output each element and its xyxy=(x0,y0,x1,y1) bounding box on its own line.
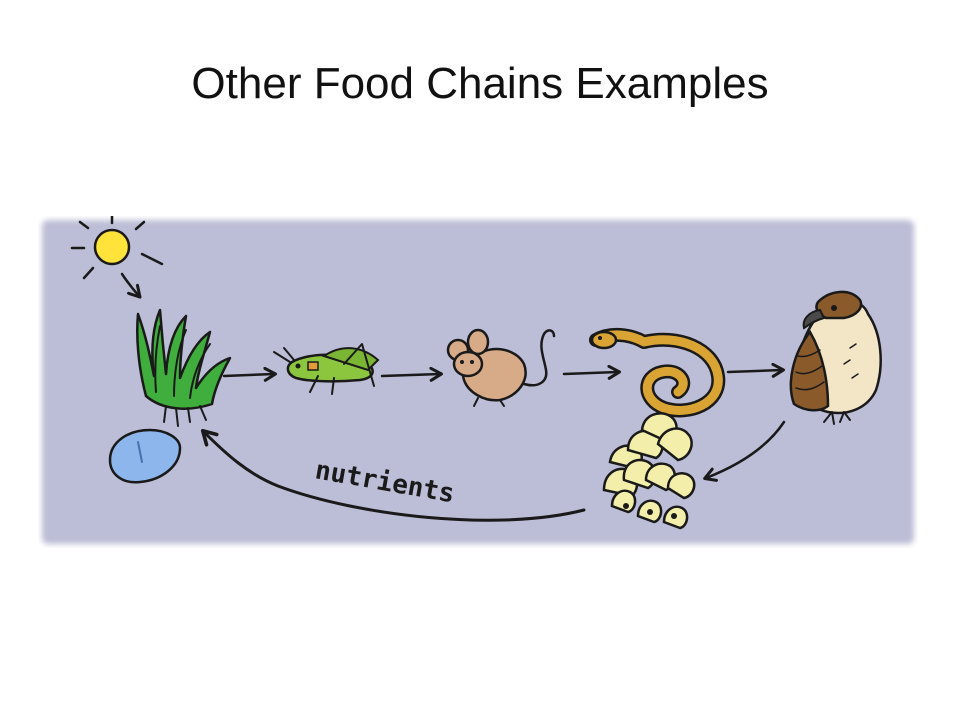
mushroom-icon xyxy=(602,412,696,530)
arrow-mouse-to-snake xyxy=(562,364,621,380)
hawk-icon xyxy=(789,290,882,425)
water-drop-icon xyxy=(108,428,182,484)
sunlight-arrow xyxy=(120,272,142,299)
food-chain-diagram: nutrients xyxy=(38,216,918,548)
arrow-hawk-to-mushrooms xyxy=(703,420,786,482)
sun-icon xyxy=(70,216,164,280)
arrow-grass-to-grasshopper xyxy=(222,366,277,382)
slide-title: Other Food Chains Examples xyxy=(191,59,769,108)
arrow-snake-to-hawk xyxy=(726,362,785,378)
nutrients-arrow xyxy=(200,428,586,522)
snake-icon xyxy=(589,328,726,418)
arrow-grasshopper-to-mouse xyxy=(380,366,443,382)
grass-icon xyxy=(136,308,232,427)
mouse-icon xyxy=(446,328,556,407)
grasshopper-icon xyxy=(273,343,380,395)
